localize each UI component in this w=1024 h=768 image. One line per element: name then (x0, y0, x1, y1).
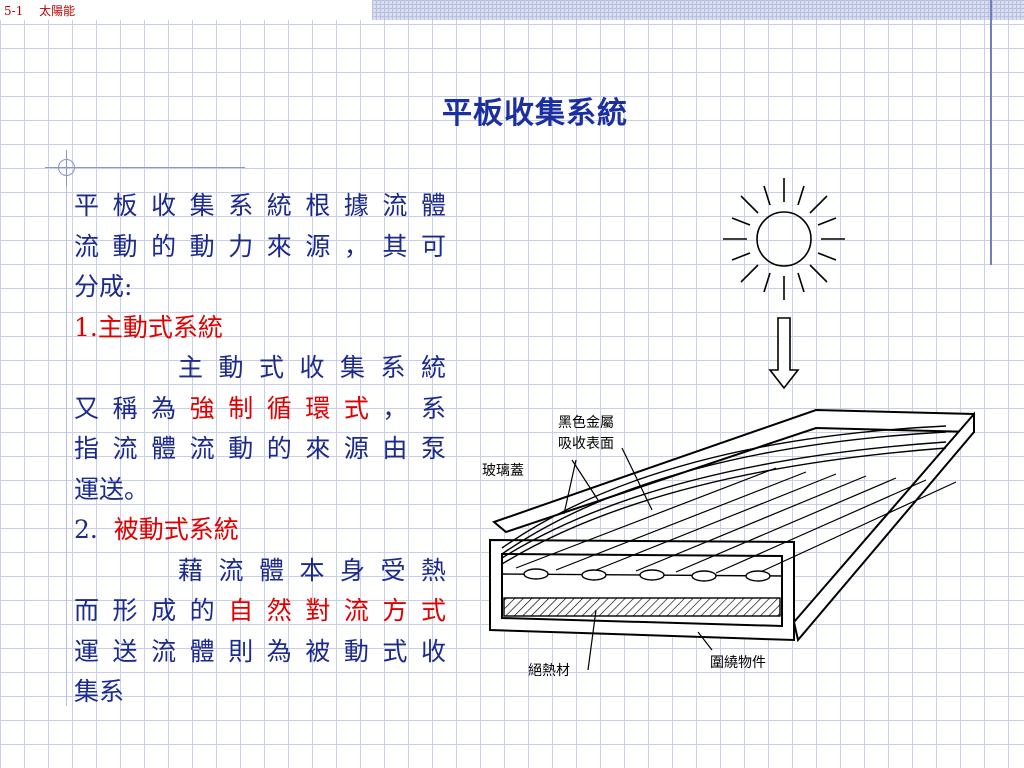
slide-title: 平板收集系統 (442, 96, 628, 131)
label-glass-cover: 玻璃蓋 (482, 463, 524, 479)
flat-plate-collector-figure: 黑色金屬 吸收表面 玻璃蓋 絕熱材 圍繞物件 (476, 170, 996, 690)
body-text: 平板收集系統根據流體 流動的動力來源，其可 分成: 1.主動式系統 主動式收集系… (74, 186, 446, 713)
body-line: 主動式收集系統 (178, 353, 446, 382)
leader-lines (563, 447, 713, 671)
label-absorber-line2: 吸收表面 (558, 436, 614, 452)
body-line: 而形成的自然對流方式 (74, 591, 446, 632)
item1-heading: 1.主動式系統 (74, 312, 223, 342)
body-text-run: ，系 (382, 393, 446, 423)
item2-number: 2. (74, 515, 98, 544)
body-line: 又稱為強制循環式，系 (74, 389, 446, 430)
body-line: 平板收集系統根據流體 (74, 191, 446, 220)
crosshair-circle (58, 159, 75, 176)
body-line: 指流體流動的來源由泵 (74, 434, 446, 463)
glass-cover (501, 425, 947, 565)
slide-header: 5-1 太陽能 (4, 2, 87, 19)
left-rule (66, 186, 67, 706)
body-text-run: 而形成的 (74, 596, 229, 625)
emphasis-natural-convection: 自然對流方式 (228, 596, 446, 625)
item2-heading: 被動式系統 (113, 515, 239, 544)
absorber-channels (515, 467, 957, 575)
body-line: 流動的動力來源，其可 (74, 231, 446, 261)
absorber-plate (501, 568, 783, 582)
emphasis-forced-circulation: 強制循環式 (189, 393, 383, 423)
body-text-run: 又稱為 (74, 393, 190, 423)
section-number: 5-1 (4, 4, 24, 18)
crosshair-horizontal (45, 167, 245, 168)
arrow-down-icon (768, 317, 800, 390)
insulation-layer (503, 597, 781, 617)
sun-icon (723, 178, 845, 300)
label-insulation: 絕熱材 (528, 663, 570, 679)
body-line: 分成: (74, 272, 133, 301)
item2-heading-line: 2. 被動式系統 (74, 510, 446, 551)
section-title: 太陽能 (39, 4, 76, 18)
right-rule (990, 0, 992, 265)
label-enclosure: 圍繞物件 (710, 655, 766, 671)
collector-illustration (489, 178, 975, 671)
top-band-pattern (372, 0, 1024, 20)
label-absorber-line1: 黑色金屬 (558, 415, 614, 431)
body-line: 運送流體則為被動式收 (74, 636, 446, 666)
body-line: 集系 (74, 677, 125, 706)
body-line: 藉流體本身受熱 (178, 555, 446, 585)
body-line: 運送。 (74, 474, 150, 504)
